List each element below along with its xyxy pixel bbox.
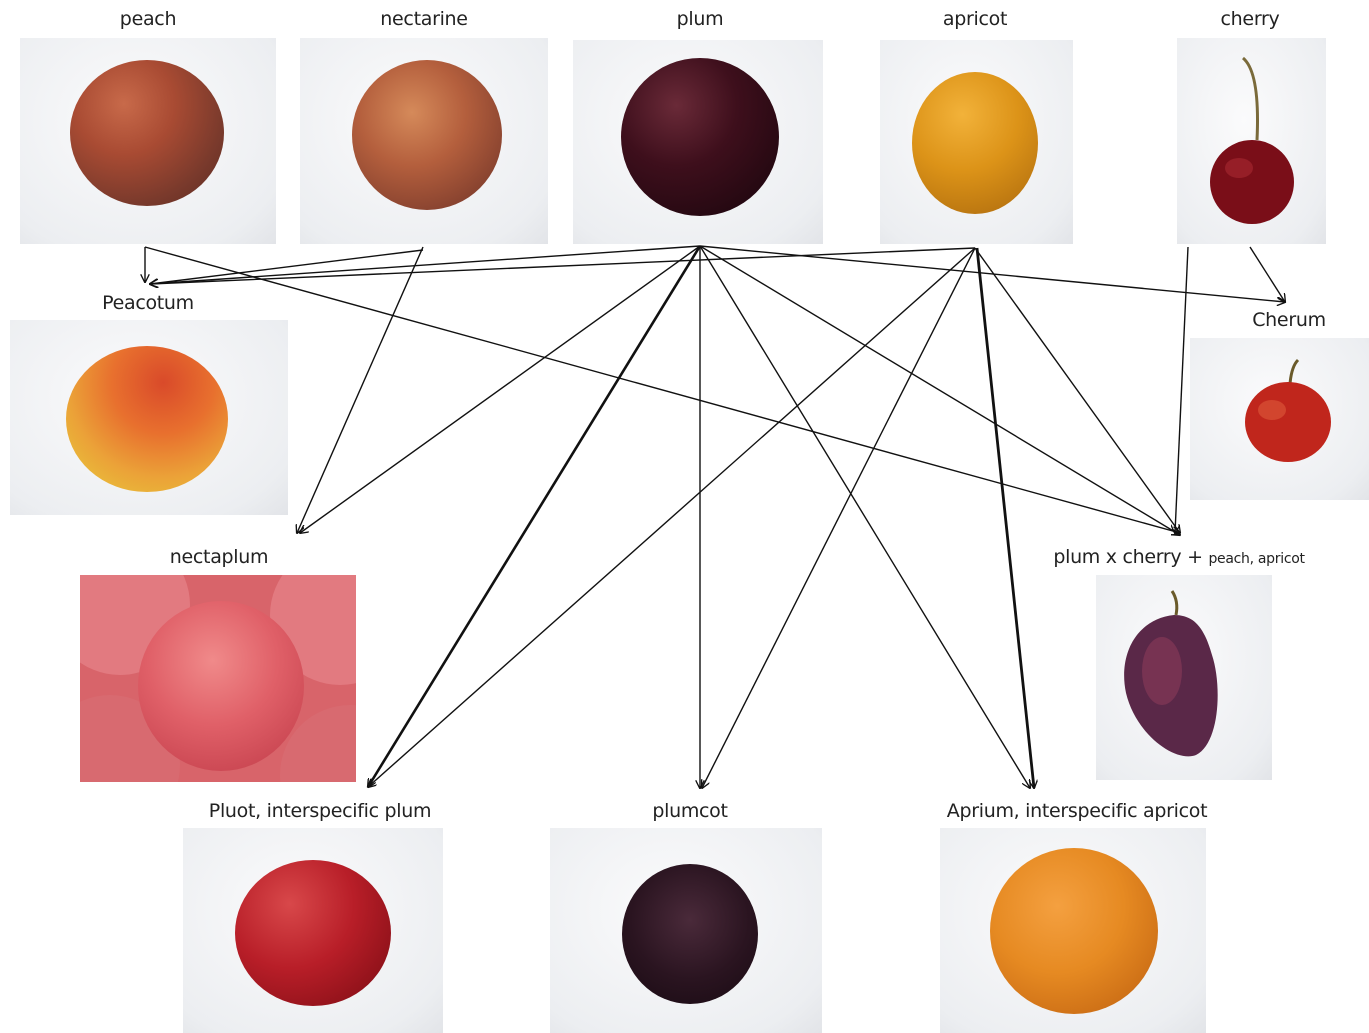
label-cherum: Cherum [1252,309,1326,331]
plum-cherry-icon [1096,575,1272,780]
plumcot-icon [622,864,758,1004]
arrow-plum-peacotum [150,246,700,284]
plum-icon [621,58,779,216]
label-plumcot: plumcot [652,800,727,822]
peacotum-icon [66,346,228,492]
photo-plumcot [550,828,822,1033]
photo-apricot [880,40,1073,244]
nectaplum-icon [138,601,304,771]
arrow-plum-aprium [700,246,1030,788]
photo-peacotum [10,320,288,515]
label-cherry: cherry [1221,8,1280,30]
arrow-apricot-peacotum [150,248,975,284]
arrow-cherry-plumcherry [1175,247,1188,533]
photo-nectaplum [80,575,356,782]
arrow-peach-plumcherry [145,247,1180,533]
photo-aprium [940,828,1206,1033]
apricot-icon [912,72,1038,214]
label-pluot: Pluot, interspecific plum [209,800,431,822]
photo-nectarine [300,38,548,244]
plum-cherry-minor-text: peach, apricot [1208,551,1304,567]
label-plum: plum [677,8,724,30]
label-peach: peach [120,8,176,30]
photo-plum-cherry [1096,575,1272,780]
peach-icon [70,60,224,206]
label-peacotum: Peacotum [102,292,194,314]
arrow-plum-cherum [700,246,1285,302]
label-plum-cherry: plum x cherry + peach, apricot [1053,546,1304,570]
label-nectaplum: nectaplum [170,546,268,568]
photo-peach [20,38,276,244]
photo-plum [573,40,823,244]
arrow-plum-plumcherry [700,246,1180,535]
label-aprium: Aprium, interspecific apricot [947,800,1208,822]
arrow-apricot-pluot [368,248,975,787]
arrow-nectarine-peacotum [150,250,423,284]
plum-cherry-main-text: plum x cherry + [1053,546,1208,568]
photo-cherum [1190,338,1369,500]
cherry-icon [1177,38,1326,244]
aprium-icon [990,848,1158,1014]
label-apricot: apricot [943,8,1007,30]
photo-pluot [183,828,443,1033]
arrow-apricot-plumcherry [975,248,1180,533]
arrow-apricot-aprium [977,248,1034,788]
arrow-plum-pluot [368,246,700,787]
photo-cherry [1177,38,1326,244]
pluot-icon [235,860,391,1006]
cherum-icon [1190,338,1369,500]
label-nectarine: nectarine [380,8,467,30]
arrow-cherry-cherum [1250,247,1285,302]
nectarine-icon [352,60,502,210]
